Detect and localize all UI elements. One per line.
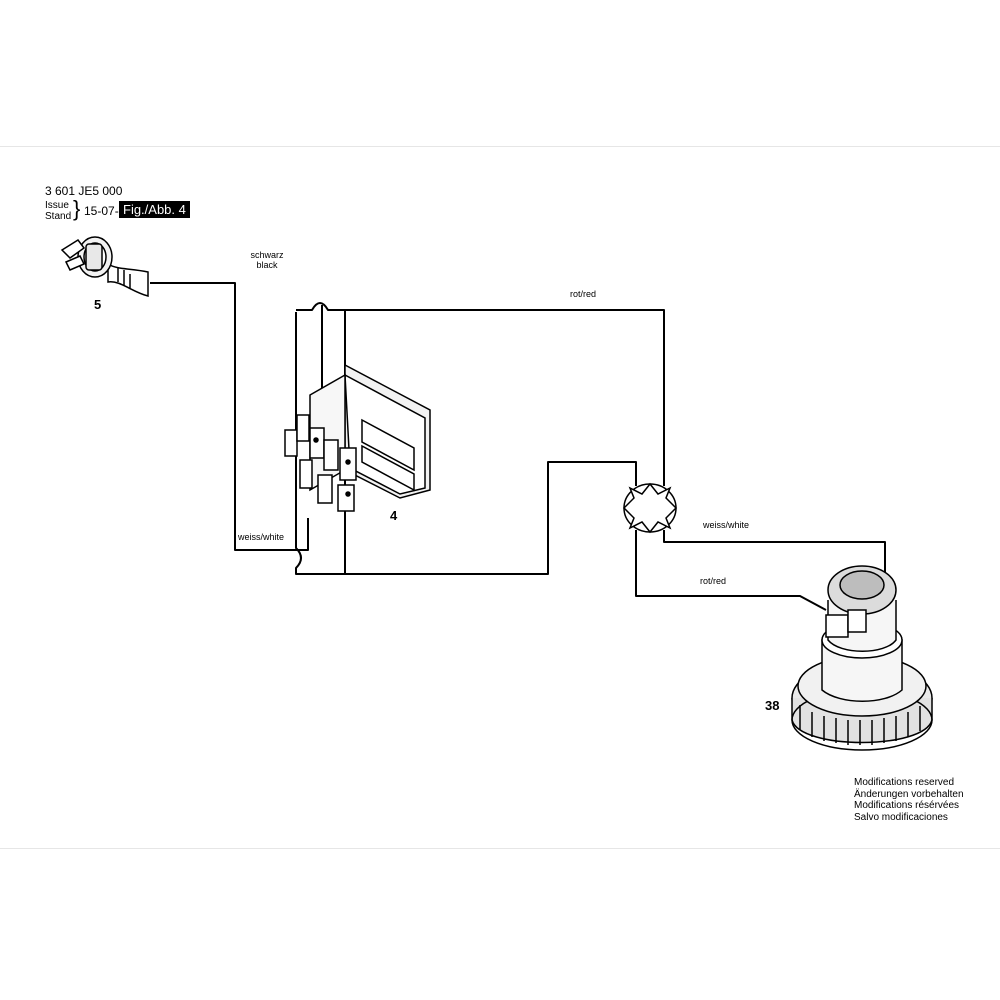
note-fr: Modifications résérvées xyxy=(854,800,960,811)
wire-label-red-bottom: rot/red xyxy=(700,576,727,586)
motor-icon xyxy=(791,565,933,751)
wire-label-black: schwarz black xyxy=(247,250,287,270)
callout-switch: 4 xyxy=(390,508,398,523)
suppressor-component xyxy=(622,482,678,534)
wire-label-white-right: weiss/white xyxy=(703,520,750,530)
rocker-switch xyxy=(284,363,431,512)
note-es: Salvo modificaciones xyxy=(854,811,948,823)
wire-label-white-left: weiss/white xyxy=(238,532,285,542)
stand-label: Stand xyxy=(45,211,72,222)
callout-plug: 5 xyxy=(94,297,102,312)
wire-label-black-en: black xyxy=(256,260,278,270)
bottom-rule xyxy=(0,848,1000,849)
note-de: Änderungen vorbehalten xyxy=(854,788,964,800)
figure-badge: Fig./Abb. 4 xyxy=(119,201,190,218)
issue-stand-label: Issue Stand xyxy=(45,200,71,222)
plug-icon xyxy=(60,236,149,297)
wire-black xyxy=(150,282,309,551)
wire-top-hop xyxy=(296,302,330,311)
wire-red-bottom xyxy=(635,530,827,611)
modification-notes: Modifications reserved Änderungen vorbeh… xyxy=(854,777,964,823)
wire-white-left xyxy=(295,312,637,575)
top-rule xyxy=(0,146,1000,147)
issue-label: Issue xyxy=(45,200,69,211)
note-en: Modifications reserved xyxy=(854,777,955,788)
brace-icon: } xyxy=(73,196,81,221)
callout-motor: 38 xyxy=(765,698,780,713)
wire-red-top xyxy=(330,309,665,486)
wire-label-black-de: schwarz xyxy=(250,250,284,260)
part-number: 3 601 JE5 000 xyxy=(45,184,123,198)
wire-label-red-top: rot/red xyxy=(570,289,597,299)
